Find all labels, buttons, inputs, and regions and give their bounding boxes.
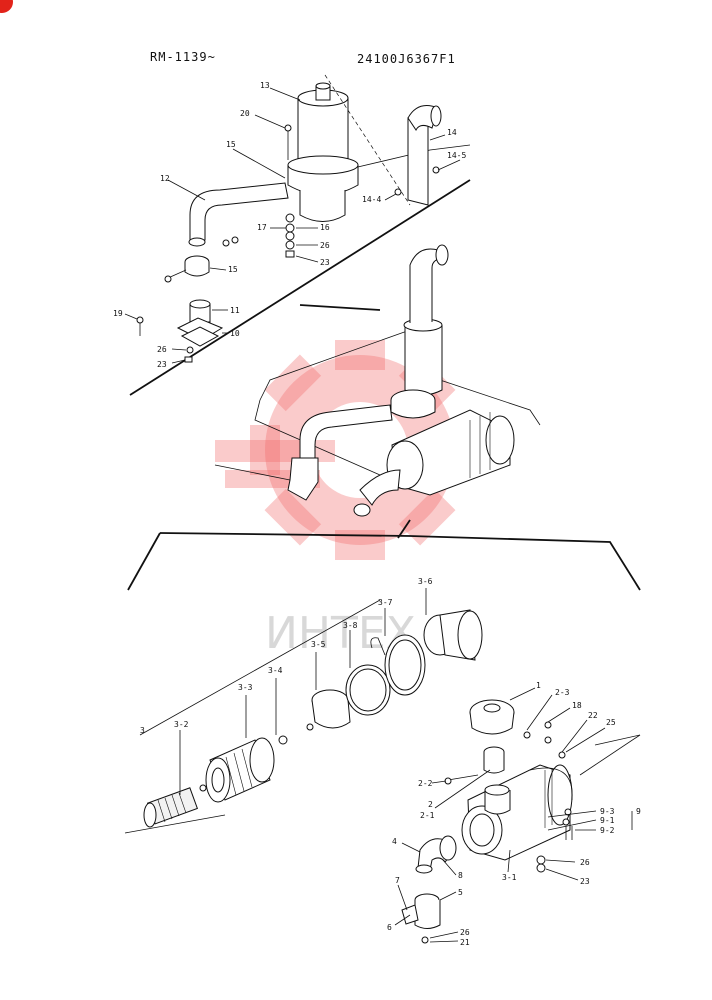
leader-25-b — [579, 734, 641, 776]
callout-21: 21 — [460, 938, 470, 947]
callout-4: 4 — [392, 837, 397, 846]
callout-19: 19 — [113, 309, 123, 318]
inlet-tube-part-2 — [444, 746, 505, 785]
callout-26-d: 26 — [460, 928, 470, 937]
callout-18: 18 — [572, 701, 582, 710]
mount-bracket-part-9 — [562, 808, 573, 840]
callout-11: 11 — [230, 306, 240, 315]
corner-badge — [0, 0, 13, 13]
callout-3-7: 3-7 — [378, 598, 393, 607]
hardware-right-26-23 — [523, 721, 566, 873]
group-leader-line — [299, 304, 381, 311]
cover-part-3-5 — [311, 689, 351, 729]
callout-5: 5 — [458, 888, 463, 897]
callout-3-3: 3-3 — [238, 683, 253, 692]
filter-element-3-3 — [199, 737, 275, 803]
callout-26: 26 — [320, 241, 330, 250]
callout-10: 10 — [230, 329, 240, 338]
callout-15: 15 — [226, 140, 236, 149]
exhaust-stack-part-14 — [394, 105, 442, 206]
dust-cup-3-6 — [423, 609, 483, 661]
precleaner-cap-part-1 — [469, 687, 536, 735]
panel-top-edge — [344, 144, 471, 171]
callout-26-c: 26 — [580, 858, 590, 867]
elbow-hose-part-4 — [415, 835, 457, 874]
callout-15-b: 15 — [228, 265, 238, 274]
callout-23-b: 23 — [157, 360, 167, 369]
muffler-part-13 — [287, 74, 411, 222]
callout-14-5: 14-5 — [447, 151, 466, 160]
callout-2-3: 2-3 — [555, 688, 570, 697]
callout-17: 17 — [257, 223, 267, 232]
lower-group-bracket — [159, 532, 641, 591]
callout-23: 23 — [320, 258, 330, 267]
callout-12: 12 — [160, 174, 170, 183]
callout-3-6: 3-6 — [418, 577, 433, 586]
serial-range-label: RM-1139~ — [150, 50, 216, 64]
callout-8: 8 — [458, 871, 463, 880]
callout-7: 7 — [395, 876, 400, 885]
callout-13: 13 — [260, 81, 270, 90]
callout-2-1: 2-1 — [420, 811, 435, 820]
leader-25-a — [594, 734, 641, 746]
callout-9: 9 — [636, 807, 641, 816]
callout-9-3: 9-3 — [600, 807, 615, 816]
callout-9-1: 9-1 — [600, 816, 615, 825]
hardware-stack-16-17-26-23 — [284, 124, 295, 258]
callout-3-4: 3-4 — [268, 666, 283, 675]
callout-20: 20 — [240, 109, 250, 118]
assembled-air-cleaner-unit — [214, 244, 541, 517]
callout-23-c: 23 — [580, 877, 590, 886]
flange-part-10-11 — [136, 299, 224, 363]
callout-3-8: 3-8 — [343, 621, 358, 630]
callout-9-2: 9-2 — [600, 826, 615, 835]
clamp-part-15 — [164, 255, 210, 283]
band-clamp-3-7 — [370, 634, 426, 696]
callout-2-2: 2-2 — [418, 779, 433, 788]
callout-26-b: 26 — [157, 345, 167, 354]
callout-6: 6 — [387, 923, 392, 932]
leader-lines-top — [124, 87, 461, 364]
lower-group-bracket-left — [127, 532, 161, 591]
drawing-number-label: 24100J6367F1 — [357, 52, 456, 66]
callout-1: 1 — [536, 681, 541, 690]
gasket-ring-3-8 — [345, 664, 391, 716]
bent-pipe-part-12 — [188, 182, 289, 247]
callout-3: 3 — [140, 726, 145, 735]
callout-3-1: 3-1 — [502, 873, 517, 882]
callout-14: 14 — [447, 128, 457, 137]
callout-3-5: 3-5 — [311, 640, 326, 649]
leader-lines-bottom — [394, 694, 606, 943]
callout-25: 25 — [606, 718, 616, 727]
element-axis-line — [139, 599, 381, 736]
leader-9-1 — [547, 819, 597, 831]
seal-part-3-4 — [278, 723, 314, 745]
callout-2: 2 — [428, 800, 433, 809]
housing-part-3-1 — [461, 764, 573, 861]
adapter-part-5 — [401, 893, 441, 944]
filter-element-3-2 — [124, 787, 226, 834]
callout-14-4: 14-4 — [362, 195, 381, 204]
callout-3-2: 3-2 — [174, 720, 189, 729]
lower-group-connector — [397, 519, 411, 539]
callout-22: 22 — [588, 711, 598, 720]
leader-9-3 — [547, 810, 597, 818]
callout-16: 16 — [320, 223, 330, 232]
